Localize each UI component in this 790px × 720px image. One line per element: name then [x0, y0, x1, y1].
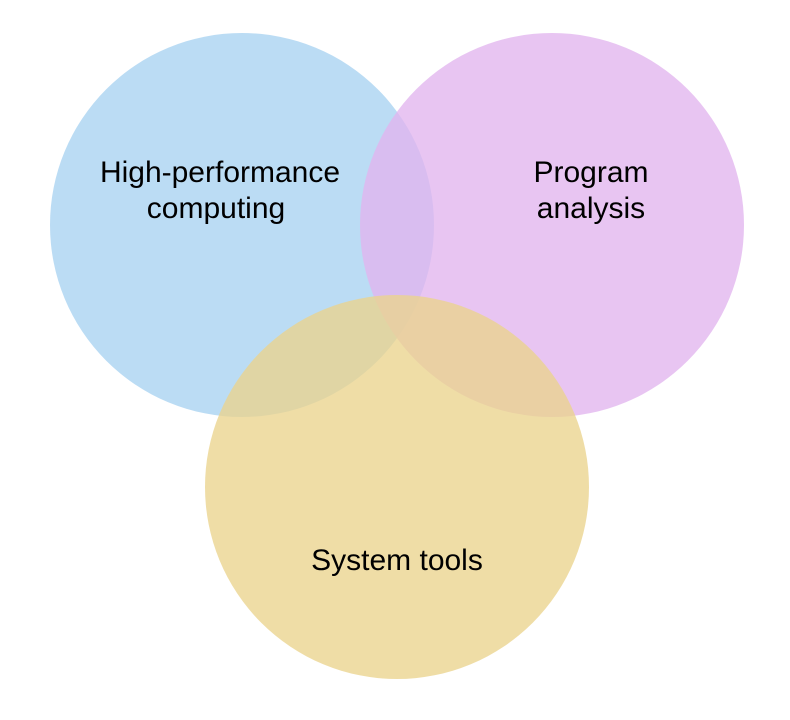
label-hpc-line-2: computing	[147, 192, 285, 225]
venn-labels: High-performance computing Program analy…	[100, 156, 649, 577]
label-program-analysis-line-1: Program	[533, 156, 648, 189]
circle-system-tools	[205, 295, 589, 679]
label-hpc-line-1: High-performance	[100, 156, 340, 189]
venn-circles	[50, 33, 744, 679]
label-program-analysis-line-2: analysis	[537, 192, 645, 225]
label-system-tools: System tools	[311, 544, 483, 577]
